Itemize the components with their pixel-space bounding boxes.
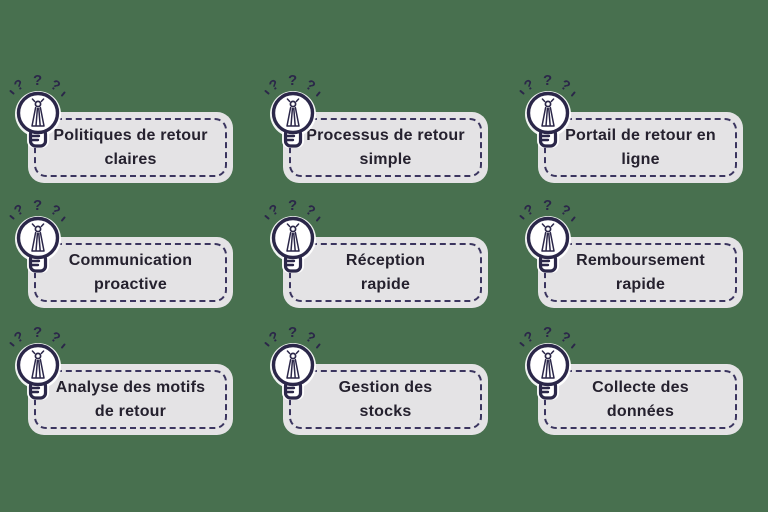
card-label-line1: Gestion des (338, 378, 433, 396)
card-label: Communication proactive (28, 237, 233, 308)
card-label-line2: proactive (94, 275, 167, 293)
card-label-line2: de retour (94, 402, 167, 420)
card-label: Politiques de retour claires (28, 112, 233, 183)
idea-card-analyse-motifs-retour: Analyse des motifs de retour (28, 364, 233, 435)
card-label-line1: Portail de retour en (565, 126, 716, 144)
card-label-line2: claires (104, 150, 157, 168)
card-label-line2: simple (359, 150, 412, 168)
card-label-line1: Collecte des (592, 378, 689, 396)
card-label-line2: rapide (360, 275, 411, 293)
lightbulb-icon (263, 322, 325, 402)
lightbulb-icon (8, 195, 70, 275)
card-label-line2: stocks (359, 402, 412, 420)
lightbulb-icon (518, 70, 580, 150)
card-label: Gestion des stocks (283, 364, 488, 435)
idea-card-portail-retour-ligne: Portail de retour en ligne (538, 112, 743, 183)
card-label-line2: rapide (615, 275, 666, 293)
card-label-line1: Communication (68, 251, 193, 269)
card-label: Remboursement rapide (538, 237, 743, 308)
card-label-line2: données (606, 402, 675, 420)
lightbulb-icon (263, 70, 325, 150)
card-surface: Analyse des motifs de retour (28, 364, 233, 435)
idea-card-politiques-retour-claires: Politiques de retour claires (28, 112, 233, 183)
idea-card-processus-retour-simple: Processus de retour simple (283, 112, 488, 183)
lightbulb-icon (518, 322, 580, 402)
card-label-line1: Processus de retour (306, 126, 465, 144)
card-label-line2: ligne (621, 150, 660, 168)
idea-card-remboursement-rapide: Remboursement rapide (538, 237, 743, 308)
card-surface: Remboursement rapide (538, 237, 743, 308)
card-label: Collecte des données (538, 364, 743, 435)
idea-card-collecte-donnees: Collecte des données (538, 364, 743, 435)
card-label: Portail de retour en ligne (538, 112, 743, 183)
card-label-line1: Remboursement (576, 251, 705, 269)
card-surface: Gestion des stocks (283, 364, 488, 435)
card-surface: Politiques de retour claires (28, 112, 233, 183)
card-label: Réception rapide (283, 237, 488, 308)
card-label-line1: Réception (345, 251, 426, 269)
card-label-line1: Politiques de retour (53, 126, 208, 144)
lightbulb-icon (263, 195, 325, 275)
idea-card-reception-rapide: Réception rapide (283, 237, 488, 308)
card-label: Analyse des motifs de retour (28, 364, 233, 435)
lightbulb-icon (518, 195, 580, 275)
card-surface: Réception rapide (283, 237, 488, 308)
card-label: Processus de retour simple (283, 112, 488, 183)
idea-card-communication-proactive: Communication proactive (28, 237, 233, 308)
lightbulb-icon (8, 70, 70, 150)
card-label-line1: Analyse des motifs (55, 378, 206, 396)
card-surface: Portail de retour en ligne (538, 112, 743, 183)
lightbulb-icon (8, 322, 70, 402)
idea-card-gestion-stocks: Gestion des stocks (283, 364, 488, 435)
